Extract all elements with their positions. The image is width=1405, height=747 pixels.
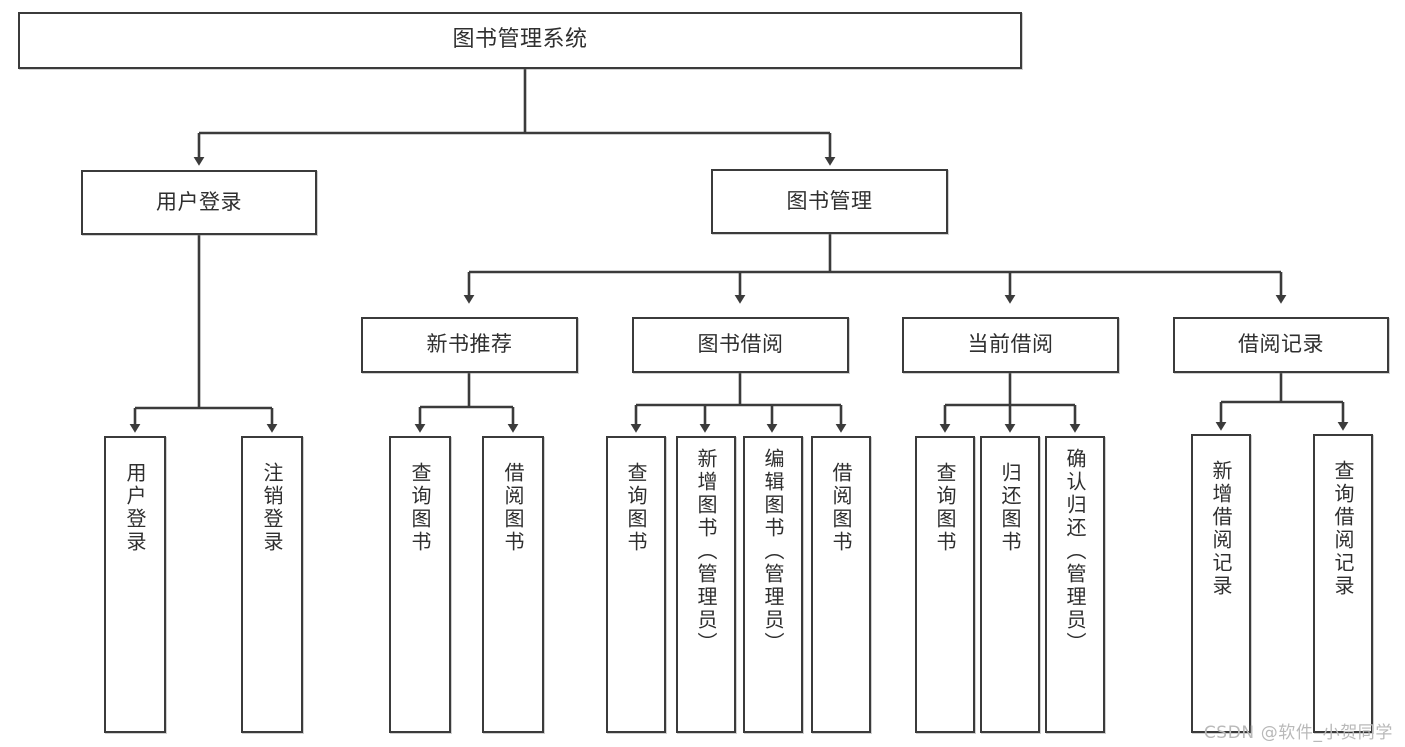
node-label: 新增借阅记录 (1209, 460, 1233, 598)
node-leaf-user-login[interactable]: 用户登录 (104, 436, 166, 733)
node-leaf-query-book-1[interactable]: 查询图书 (389, 436, 451, 733)
node-root[interactable]: 图书管理系统 (18, 12, 1022, 69)
node-user-login[interactable]: 用户登录 (81, 170, 317, 235)
node-label: 新书推荐 (426, 332, 513, 357)
node-label: 注销登录 (260, 462, 284, 554)
node-leaf-borrow-book-2[interactable]: 借阅图书 (811, 436, 871, 733)
node-label: 借阅图书 (501, 462, 525, 554)
node-leaf-add-record[interactable]: 新增借阅记录 (1191, 434, 1251, 733)
node-label: 归还图书 (998, 462, 1022, 554)
node-book-borrow[interactable]: 图书借阅 (632, 317, 849, 373)
node-leaf-return-book[interactable]: 归还图书 (980, 436, 1040, 733)
node-label: 图书管理系统 (452, 27, 588, 53)
node-leaf-borrow-book-1[interactable]: 借阅图书 (482, 436, 544, 733)
node-leaf-confirm-return[interactable]: 确认归还（管理员） (1045, 436, 1105, 733)
node-label: 查询图书 (408, 462, 432, 554)
node-leaf-query-book-3[interactable]: 查询图书 (915, 436, 975, 733)
node-label: 用户登录 (123, 462, 147, 554)
node-leaf-query-record[interactable]: 查询借阅记录 (1313, 434, 1373, 733)
node-label: 图书管理 (786, 188, 873, 213)
node-label: 当前借阅 (967, 332, 1054, 357)
node-current-borrow[interactable]: 当前借阅 (902, 317, 1119, 373)
node-borrow-record[interactable]: 借阅记录 (1173, 317, 1389, 373)
node-label: 借阅图书 (829, 462, 853, 554)
node-label: 查询图书 (933, 462, 957, 554)
node-label: 借阅记录 (1238, 332, 1324, 357)
node-label: 图书借阅 (697, 332, 784, 357)
node-leaf-logout[interactable]: 注销登录 (241, 436, 303, 733)
node-label: 查询借阅记录 (1331, 460, 1355, 598)
node-label: 编辑图书（管理员） (761, 448, 785, 655)
node-leaf-query-book-2[interactable]: 查询图书 (606, 436, 666, 733)
node-label: 用户登录 (156, 189, 242, 214)
node-book-manage[interactable]: 图书管理 (711, 169, 948, 234)
node-new-book-recommend[interactable]: 新书推荐 (361, 317, 578, 373)
node-label: 查询图书 (624, 462, 648, 554)
node-leaf-add-book[interactable]: 新增图书（管理员） (676, 436, 736, 733)
node-leaf-edit-book[interactable]: 编辑图书（管理员） (743, 436, 803, 733)
node-label: 确认归还（管理员） (1063, 448, 1087, 655)
node-label: 新增图书（管理员） (694, 448, 718, 655)
